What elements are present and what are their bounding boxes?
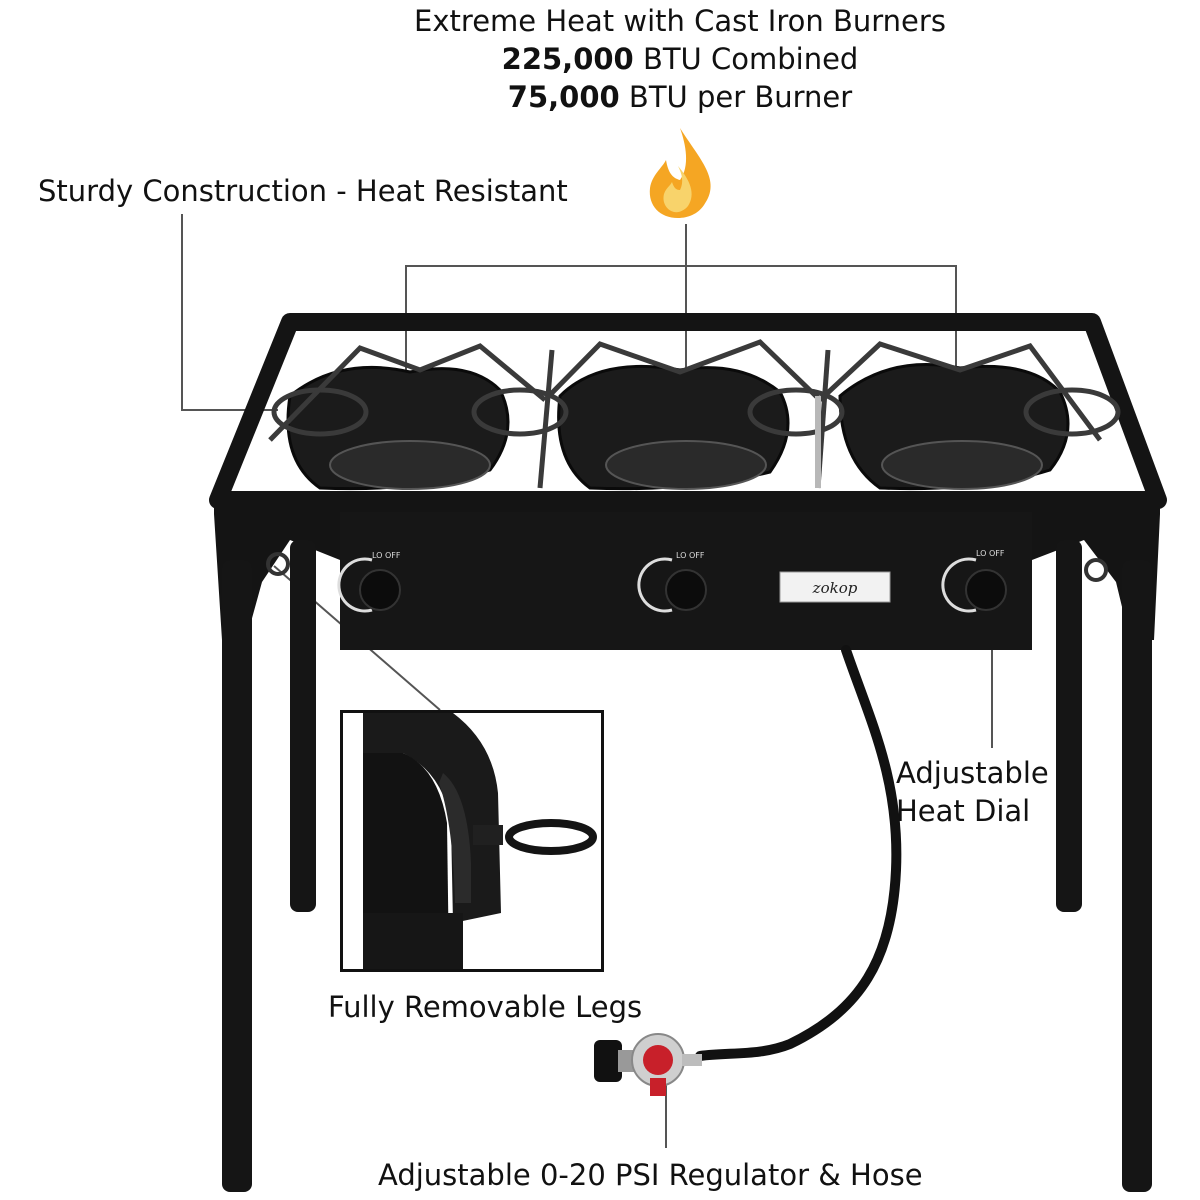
flame-icon [649,128,711,218]
header-line-3: 75,000 BTU per Burner [380,78,980,116]
legs [222,540,1152,1192]
construction-callout: Sturdy Construction - Heat Resistant [38,174,568,208]
per-burner-btu-value: 75,000 [507,80,620,114]
dial-callout-line-1: Adjustable [896,756,1049,790]
svg-text:LO OFF: LO OFF [976,549,1005,558]
heat-dial-knobs: LO OFF LO OFF LO OFF [337,549,1007,613]
regulator [594,1033,702,1096]
header-line-1: Extreme Heat with Cast Iron Burners [414,4,946,38]
brand-badge: zokop [779,571,891,603]
dial-callout-line-2: Heat Dial [896,794,1031,828]
leg-detail-illustration [343,713,601,969]
burner-heads [329,440,1043,490]
gas-hose [695,645,902,1061]
combined-btu-unit: BTU Combined [633,42,859,76]
svg-text:zokop: zokop [812,579,858,597]
regulator-callout: Adjustable 0-20 PSI Regulator & Hose [378,1158,923,1192]
stove-body: LO OFF LO OFF LO OFF zokop [209,313,1167,1192]
removable-leg-detail-inset [340,710,604,972]
svg-text:LO OFF: LO OFF [676,551,705,560]
header-line-2: 225,000 BTU Combined [380,40,980,78]
combined-btu-value: 225,000 [501,42,634,76]
legs-callout: Fully Removable Legs [328,990,643,1024]
svg-text:LO OFF: LO OFF [372,551,401,560]
per-burner-btu-unit: BTU per Burner [619,80,853,114]
grates [268,339,1121,489]
